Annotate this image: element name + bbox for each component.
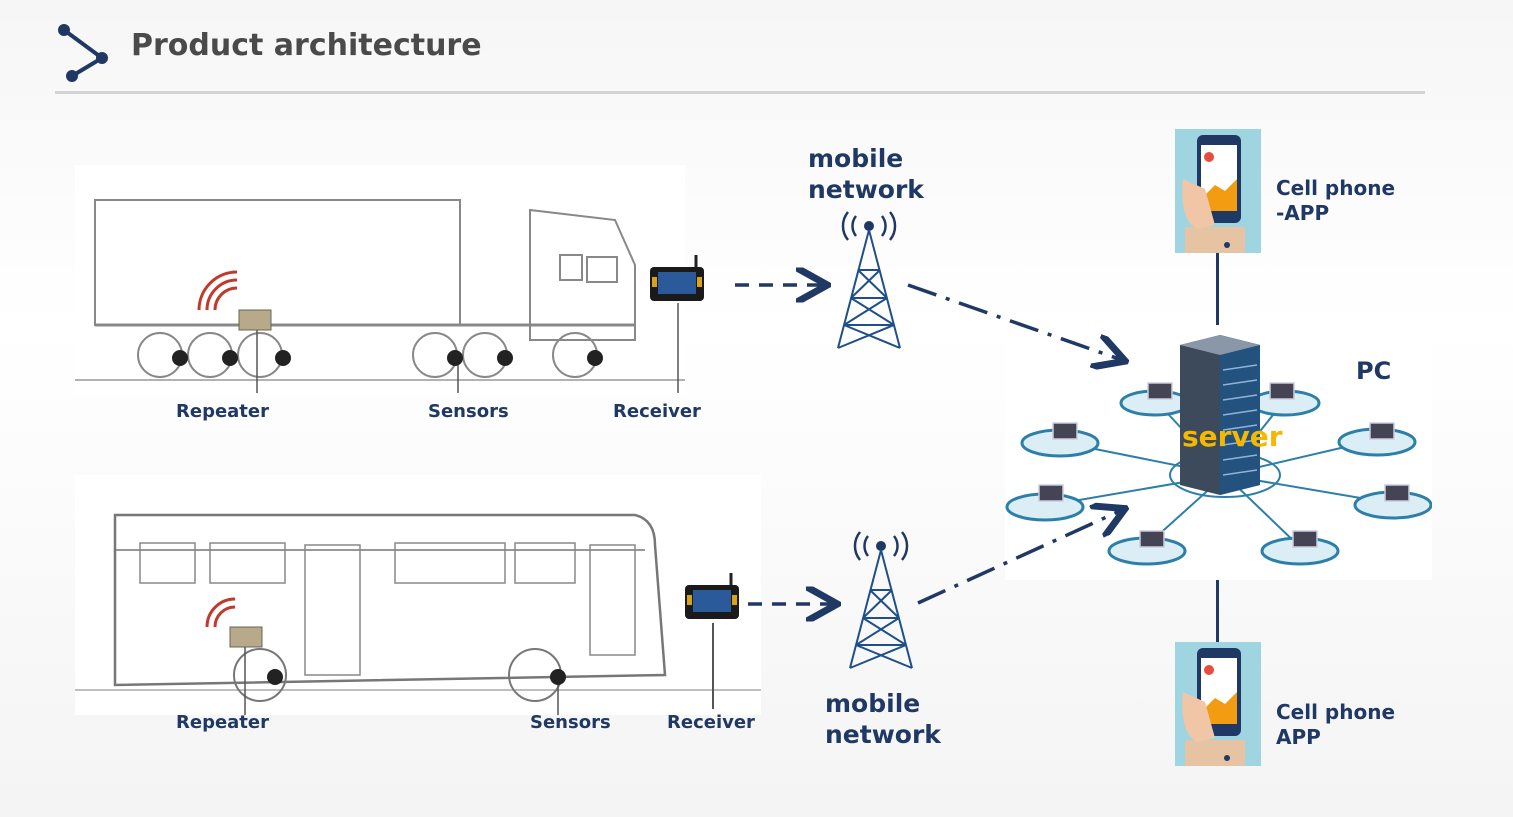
bus-illustration [75, 475, 761, 715]
truck-illustration [75, 165, 685, 393]
header-divider [55, 91, 1425, 94]
cell-tower-top-icon [837, 211, 901, 349]
network-top-label: mobile network [808, 143, 924, 205]
cell-phone-top-image [1175, 129, 1261, 253]
cell-phone-top-label: Cell phone -APP [1276, 176, 1395, 226]
pc-network-diagram [1005, 335, 1432, 566]
truck-receiver-label: Receiver [613, 401, 701, 422]
bus-receiver-leader [712, 623, 714, 709]
share-icon [58, 24, 108, 82]
cell-phone-bottom-line1: Cell phone [1276, 700, 1396, 724]
cell-phone-bottom-label: Cell phone APP [1276, 700, 1395, 750]
cell-phone-top-line1: Cell phone [1276, 176, 1396, 200]
cell-phone-bottom-line2: APP [1276, 725, 1321, 749]
server-label: server [1182, 420, 1283, 453]
phone-top-connector [1216, 253, 1219, 325]
truck-sensors-label: Sensors [428, 401, 509, 422]
bus-receiver-device [685, 573, 739, 619]
cell-phone-top-line2: -APP [1276, 201, 1330, 225]
network-bottom-line1: mobile [825, 689, 921, 718]
network-top-line1: mobile [808, 144, 904, 173]
page-title: Product architecture [131, 28, 482, 63]
pc-label: PC [1356, 357, 1392, 385]
bus-sensors-label: Sensors [530, 712, 611, 733]
cell-tower-bottom-icon [849, 531, 913, 669]
phone-bottom-connector [1216, 580, 1219, 642]
bus-repeater-label: Repeater [176, 712, 269, 733]
network-bottom-label: mobile network [825, 688, 941, 750]
network-bottom-line2: network [825, 720, 941, 749]
truck-receiver-device [650, 255, 704, 301]
truck-repeater-label: Repeater [176, 401, 269, 422]
cell-phone-bottom-image [1175, 642, 1261, 766]
bus-receiver-label: Receiver [667, 712, 755, 733]
network-top-line2: network [808, 175, 924, 204]
